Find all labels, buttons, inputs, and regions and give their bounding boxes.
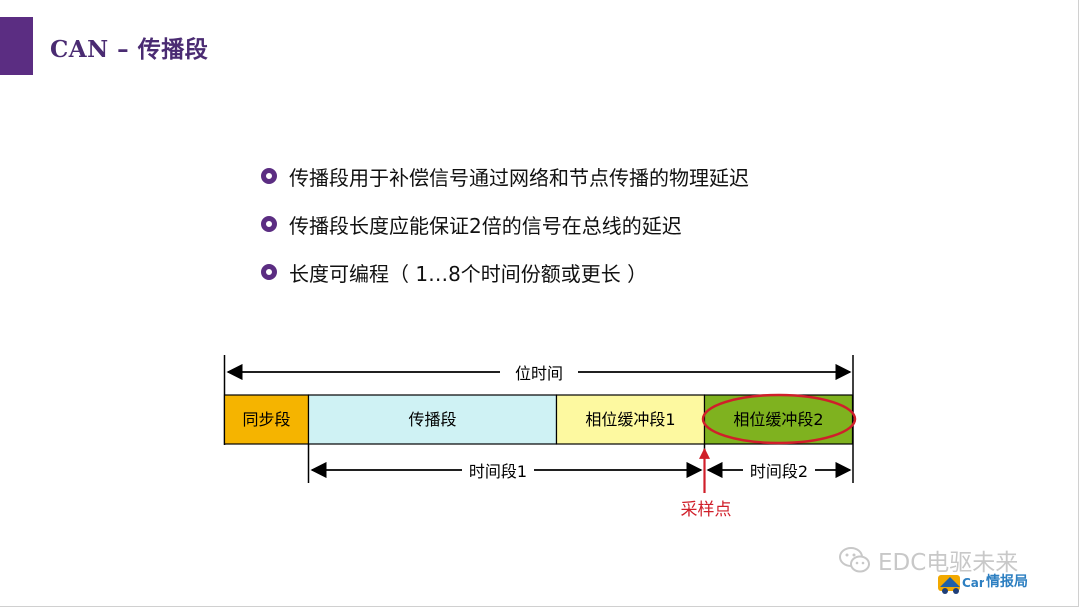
wechat-icon [839, 547, 870, 573]
title-accent-bar [0, 17, 33, 75]
segment-prop [307, 394, 558, 445]
watermark: EDC电驱未来 [838, 540, 1018, 580]
ring-bullet-icon [261, 216, 277, 232]
segment-sync [223, 394, 310, 445]
bit-time-label-bg [500, 360, 578, 384]
bullet-item: 传播段长度应能保证2倍的信号在总线的延迟 [260, 200, 749, 248]
bullet-text: 传播段长度应能保证2倍的信号在总线的延迟 [289, 213, 682, 238]
ring-bullet-icon [261, 168, 277, 184]
phase2-highlight-ellipse [701, 393, 857, 445]
time-seg2-label-bg [743, 458, 815, 482]
segment-phase1 [555, 394, 706, 445]
brand-logo-area: Car 情报局 [936, 563, 1028, 599]
brand-text: 情报局 [986, 574, 1028, 590]
time-seg1-label-bg [462, 458, 534, 482]
bullet-text: 传播段用于补偿信号通过网络和节点传播的物理延迟 [289, 165, 749, 190]
ring-bullet-icon [261, 264, 277, 280]
segment-phase1-label: 相位缓冲段1 [585, 410, 675, 429]
bit-time-label: 位时间 [515, 364, 563, 383]
segment-prop-label: 传播段 [408, 410, 456, 429]
bullet-item: 传播段用于补偿信号通过网络和节点传播的物理延迟 [260, 152, 749, 200]
time-seg2-label: 时间段2 [750, 462, 808, 481]
brand-prefix: Car [962, 576, 984, 590]
segment-phase2-label: 相位缓冲段2 [733, 410, 823, 429]
slide-title: CAN – 传播段 [50, 36, 209, 63]
sample-point-label: 采样点 [681, 500, 732, 520]
watermark-text: EDC电驱未来 [878, 550, 1019, 576]
bullet-text: 长度可编程（ 1…8个时间份额或更长 ） [289, 261, 648, 286]
car-logo-icon: Car [938, 575, 984, 594]
time-seg1-label: 时间段1 [469, 462, 527, 481]
bullet-list: 传播段用于补偿信号通过网络和节点传播的物理延迟 传播段长度应能保证2倍的信号在总… [260, 152, 749, 296]
segment-sync-label: 同步段 [242, 410, 290, 429]
bullet-item: 长度可编程（ 1…8个时间份额或更长 ） [260, 248, 749, 296]
